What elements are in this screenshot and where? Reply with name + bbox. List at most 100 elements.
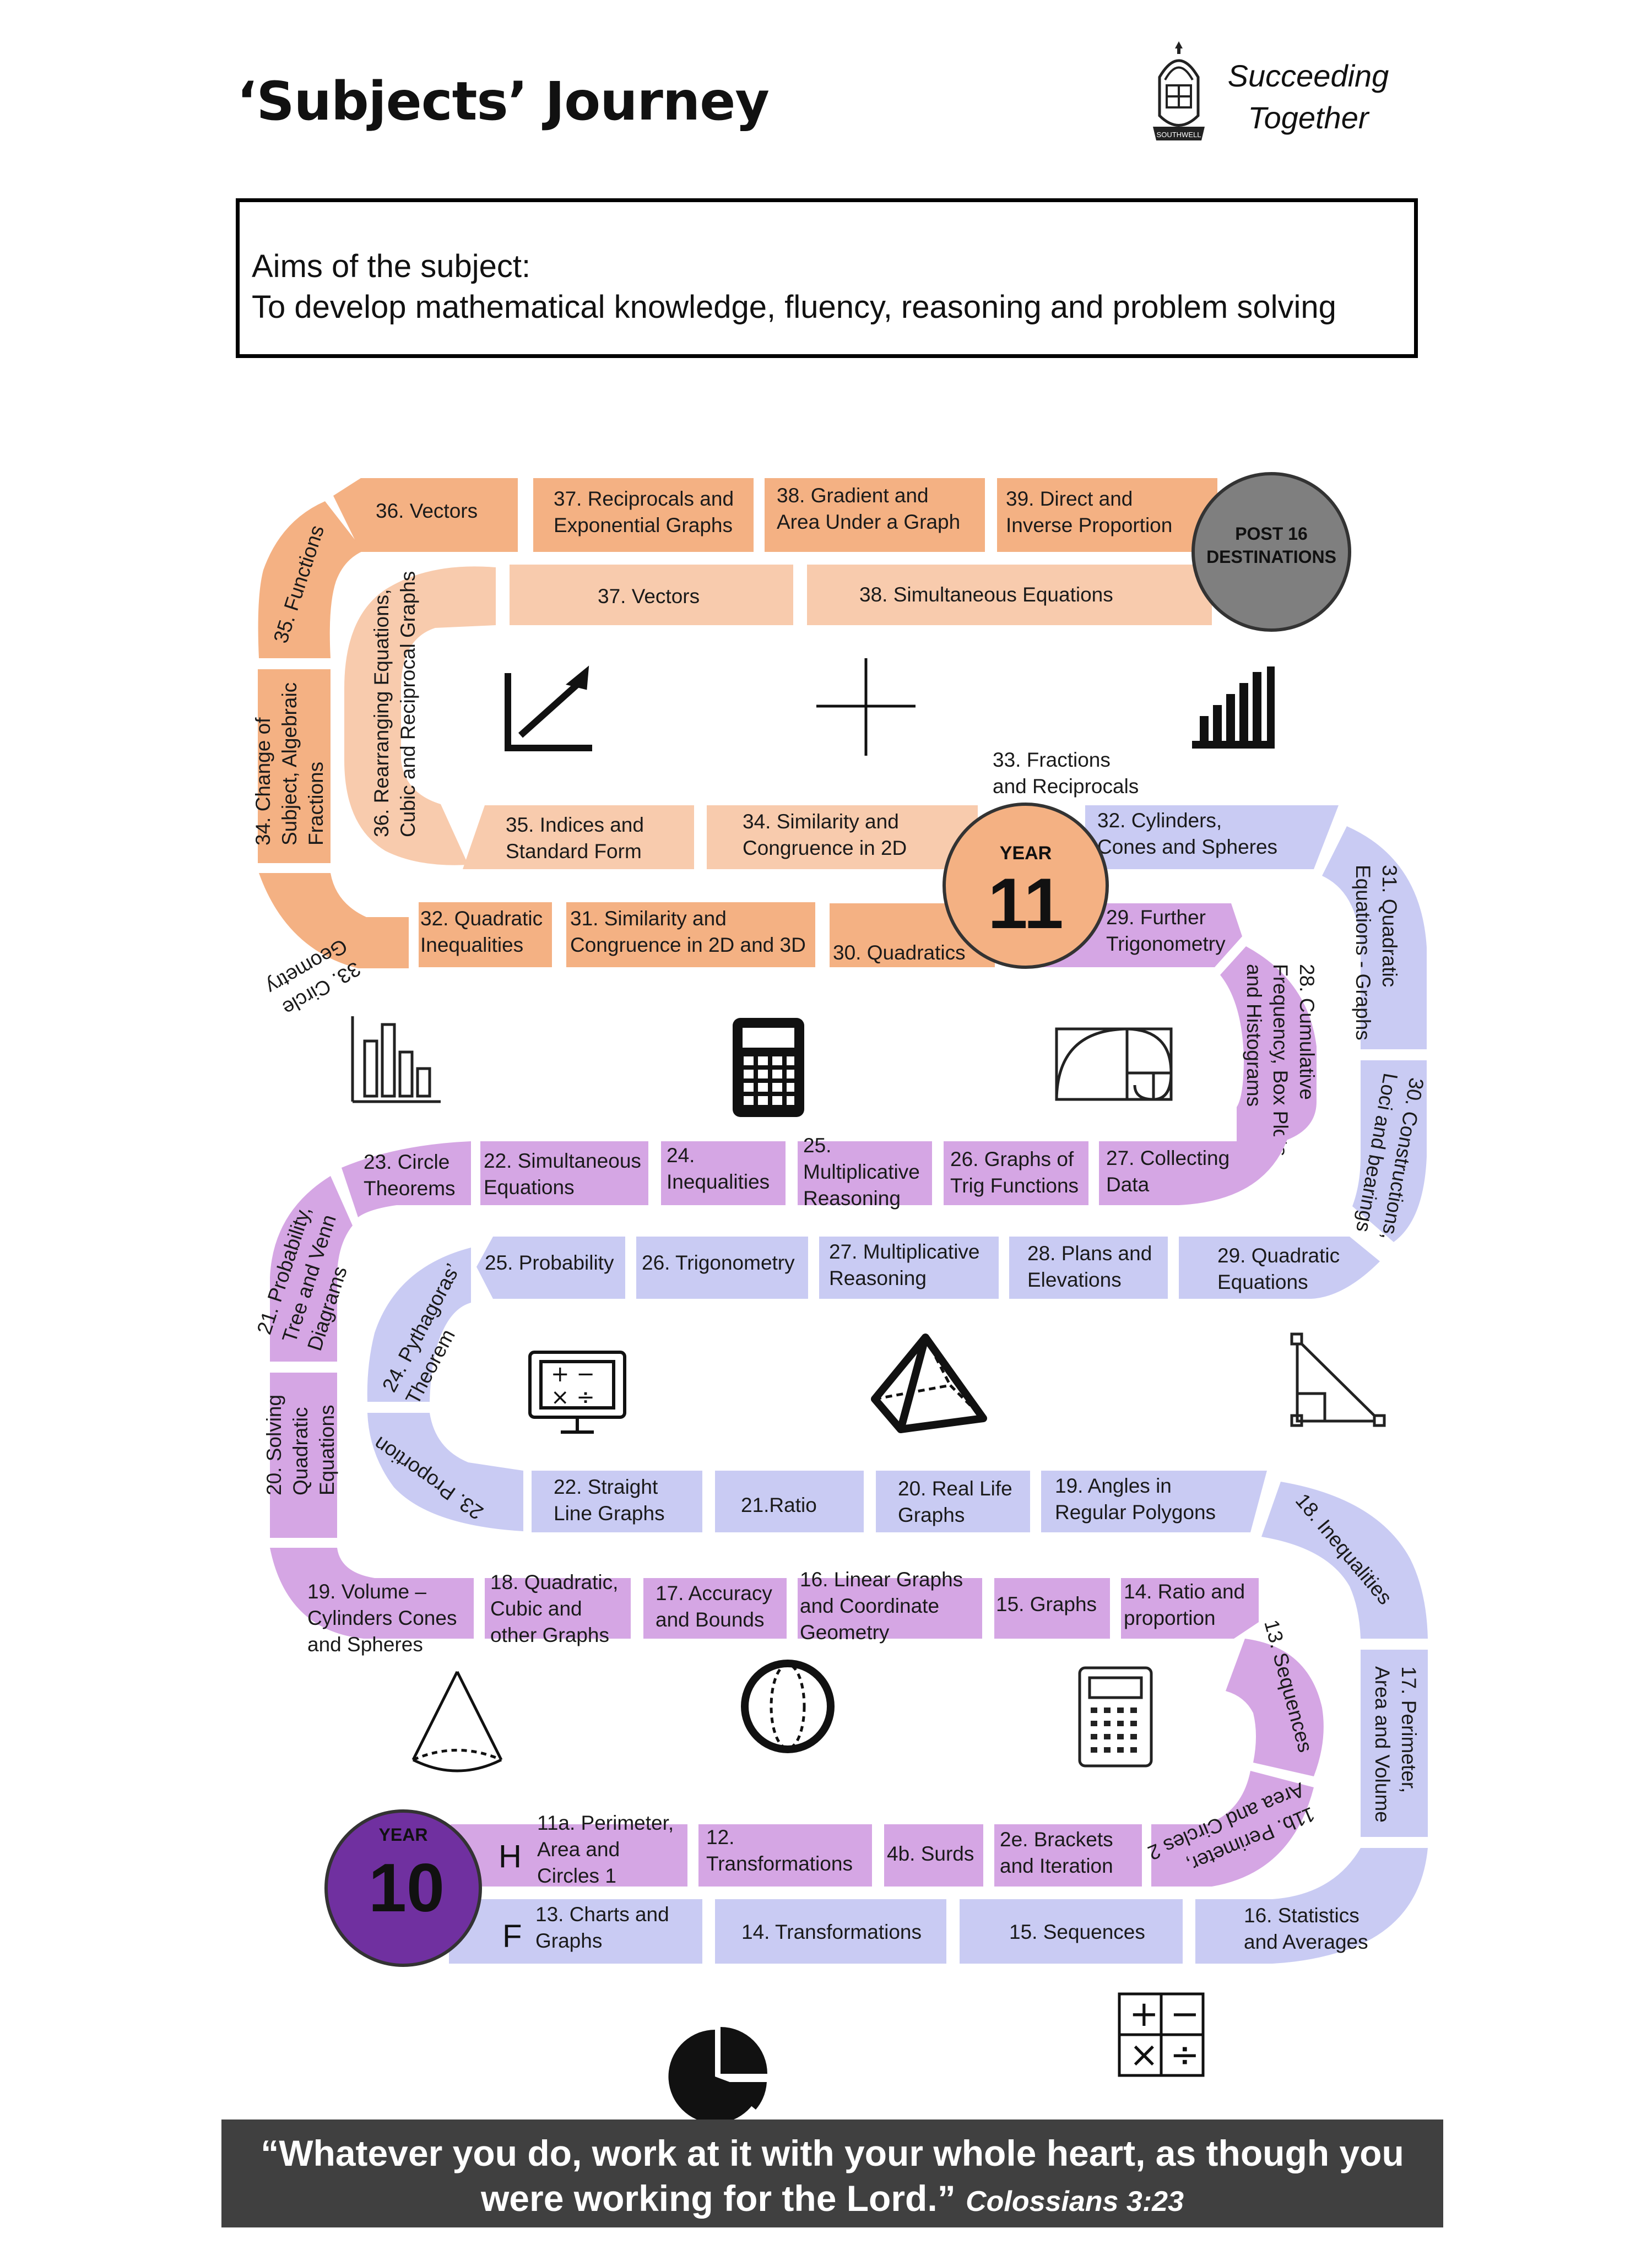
tile-label: 38. Simultaneous Equations <box>859 583 1113 606</box>
cone-icon <box>411 1671 503 1772</box>
tile-33-circle-geometry: 33. CircleGeometry <box>259 873 409 1020</box>
tile-label-line: 14. Ratio and <box>1124 1580 1245 1603</box>
crest-logo-icon: SOUTHWELL <box>1153 41 1205 140</box>
calculator-icon <box>733 1018 804 1117</box>
tile-label-line: Inequalities <box>420 934 523 956</box>
svg-text:−: − <box>1170 1994 1200 2035</box>
year10-badge: YEAR 10 <box>324 1809 482 1967</box>
motto-line-2: Together <box>1248 100 1369 135</box>
tile-label-line: Geometry <box>800 1621 890 1644</box>
tile-label: 17. Accuracy and Bounds <box>656 1582 772 1631</box>
tile-37-vectors-f: 37. Vectors <box>510 565 793 625</box>
tile-label: 28. CumulativeFrequency, Box Plotsand Hi… <box>1243 964 1318 1156</box>
quote-banner: “Whatever you do, work at it with your w… <box>221 2120 1443 2227</box>
post16-line1: POST 16 <box>1235 524 1308 544</box>
tile-19-volume: 19. Volume – Cylinders Cones and Spheres <box>270 1548 474 1656</box>
tile-label-line: 21.Ratio <box>741 1494 817 1516</box>
aims-heading: Aims of the subject: <box>252 248 531 284</box>
tile-25-probability: 25. Probability <box>476 1237 625 1299</box>
tile-35-functions: 35. Functions <box>258 501 364 658</box>
tile-label: 15. Sequences <box>1009 1921 1145 1943</box>
tile-label-line: 37. Vectors <box>598 585 700 608</box>
tile-label-line: 22. Straight <box>554 1476 658 1498</box>
tile-label-line: Congruence in 2D <box>743 837 907 859</box>
tile-label-line: 16. Statistics <box>1244 1904 1359 1927</box>
tile-label-line: and Bounds <box>656 1608 765 1631</box>
tile-label-line: Subject, Algebraic <box>278 682 301 845</box>
tile-label-line: Exponential Graphs <box>554 514 733 536</box>
tile-label-line: 4b. Surds <box>887 1842 974 1865</box>
tile-32-cylinders: 32. Cylinders,Cones and Spheres <box>1085 805 1339 869</box>
tile-label-line: proportion <box>1124 1607 1216 1629</box>
tile-label-line: Theorems <box>364 1177 456 1200</box>
tile-label-line: Cones and Spheres <box>1097 836 1277 858</box>
tile-label-line: and Spheres <box>307 1633 423 1656</box>
line-graph-icon <box>505 665 592 751</box>
tile-label-line: Trig Functions <box>950 1174 1079 1197</box>
tile-label-line: 29. Quadratic <box>1217 1244 1340 1267</box>
tile-label-line: Graphs <box>535 1929 602 1952</box>
tile-label-line: 17. Perimeter, <box>1398 1666 1420 1793</box>
tile-label-line: Transformations <box>706 1852 853 1875</box>
tile-label: 31. QuadraticEquations - Graphs <box>1352 865 1401 1040</box>
tile-label: 26. Trigonometry <box>642 1251 795 1274</box>
tile-label-line: Graphs <box>898 1504 965 1526</box>
tile-label: 21.Ratio <box>741 1494 817 1516</box>
tile-label-line: Equations - Graphs <box>1352 865 1374 1040</box>
tile-18-inequalities: 18. Inequalities <box>1261 1482 1428 1639</box>
light-orange-route: 37. Vectors 38. Simultaneous Equations 3… <box>344 565 1212 869</box>
right-triangle-icon <box>1290 1332 1386 1427</box>
tile-label-line: Cylinders Cones <box>307 1607 457 1629</box>
svg-text:+ −: + − <box>551 1362 595 1387</box>
tile-label-line: 26. Trigonometry <box>642 1251 795 1274</box>
year10-label: YEAR <box>379 1825 428 1845</box>
tile-label-line: 36. Rearranging Equations, <box>370 589 393 837</box>
tile-label-line: 17. Accuracy <box>656 1582 772 1604</box>
tile-label-line: 35. Indices and <box>506 814 644 836</box>
tile-label: 12.Transformations <box>706 1826 853 1875</box>
tile-label-line: 34. Similarity and <box>743 810 899 833</box>
tile-label-line: 19. Volume – <box>307 1580 426 1603</box>
tile-label-line: 39. Direct and <box>1006 487 1133 510</box>
tile-4b-surds: 4b. Surds <box>884 1824 983 1887</box>
tile-label-line: Circles 1 <box>537 1864 616 1887</box>
bar-chart-outline-icon <box>351 1016 441 1103</box>
tile-label-line: 27. Multiplicative <box>829 1240 980 1263</box>
svg-text:÷: ÷ <box>1170 2035 1200 2075</box>
sphere-icon <box>741 1660 835 1753</box>
tile-label-line: and Histograms <box>1243 964 1265 1107</box>
svg-text:+: + <box>1129 1994 1159 2035</box>
svg-text:SOUTHWELL: SOUTHWELL <box>1157 131 1201 139</box>
year11-label: YEAR <box>1000 843 1052 864</box>
tile-26-trigonometry: 26. Trigonometry <box>636 1237 808 1299</box>
tile-label-line: Elevations <box>1027 1269 1122 1291</box>
tile-label-line: Reasoning <box>803 1187 901 1210</box>
calculator-outline-icon <box>1078 1666 1153 1768</box>
tile-label-line: 14. Transformations <box>741 1921 922 1943</box>
